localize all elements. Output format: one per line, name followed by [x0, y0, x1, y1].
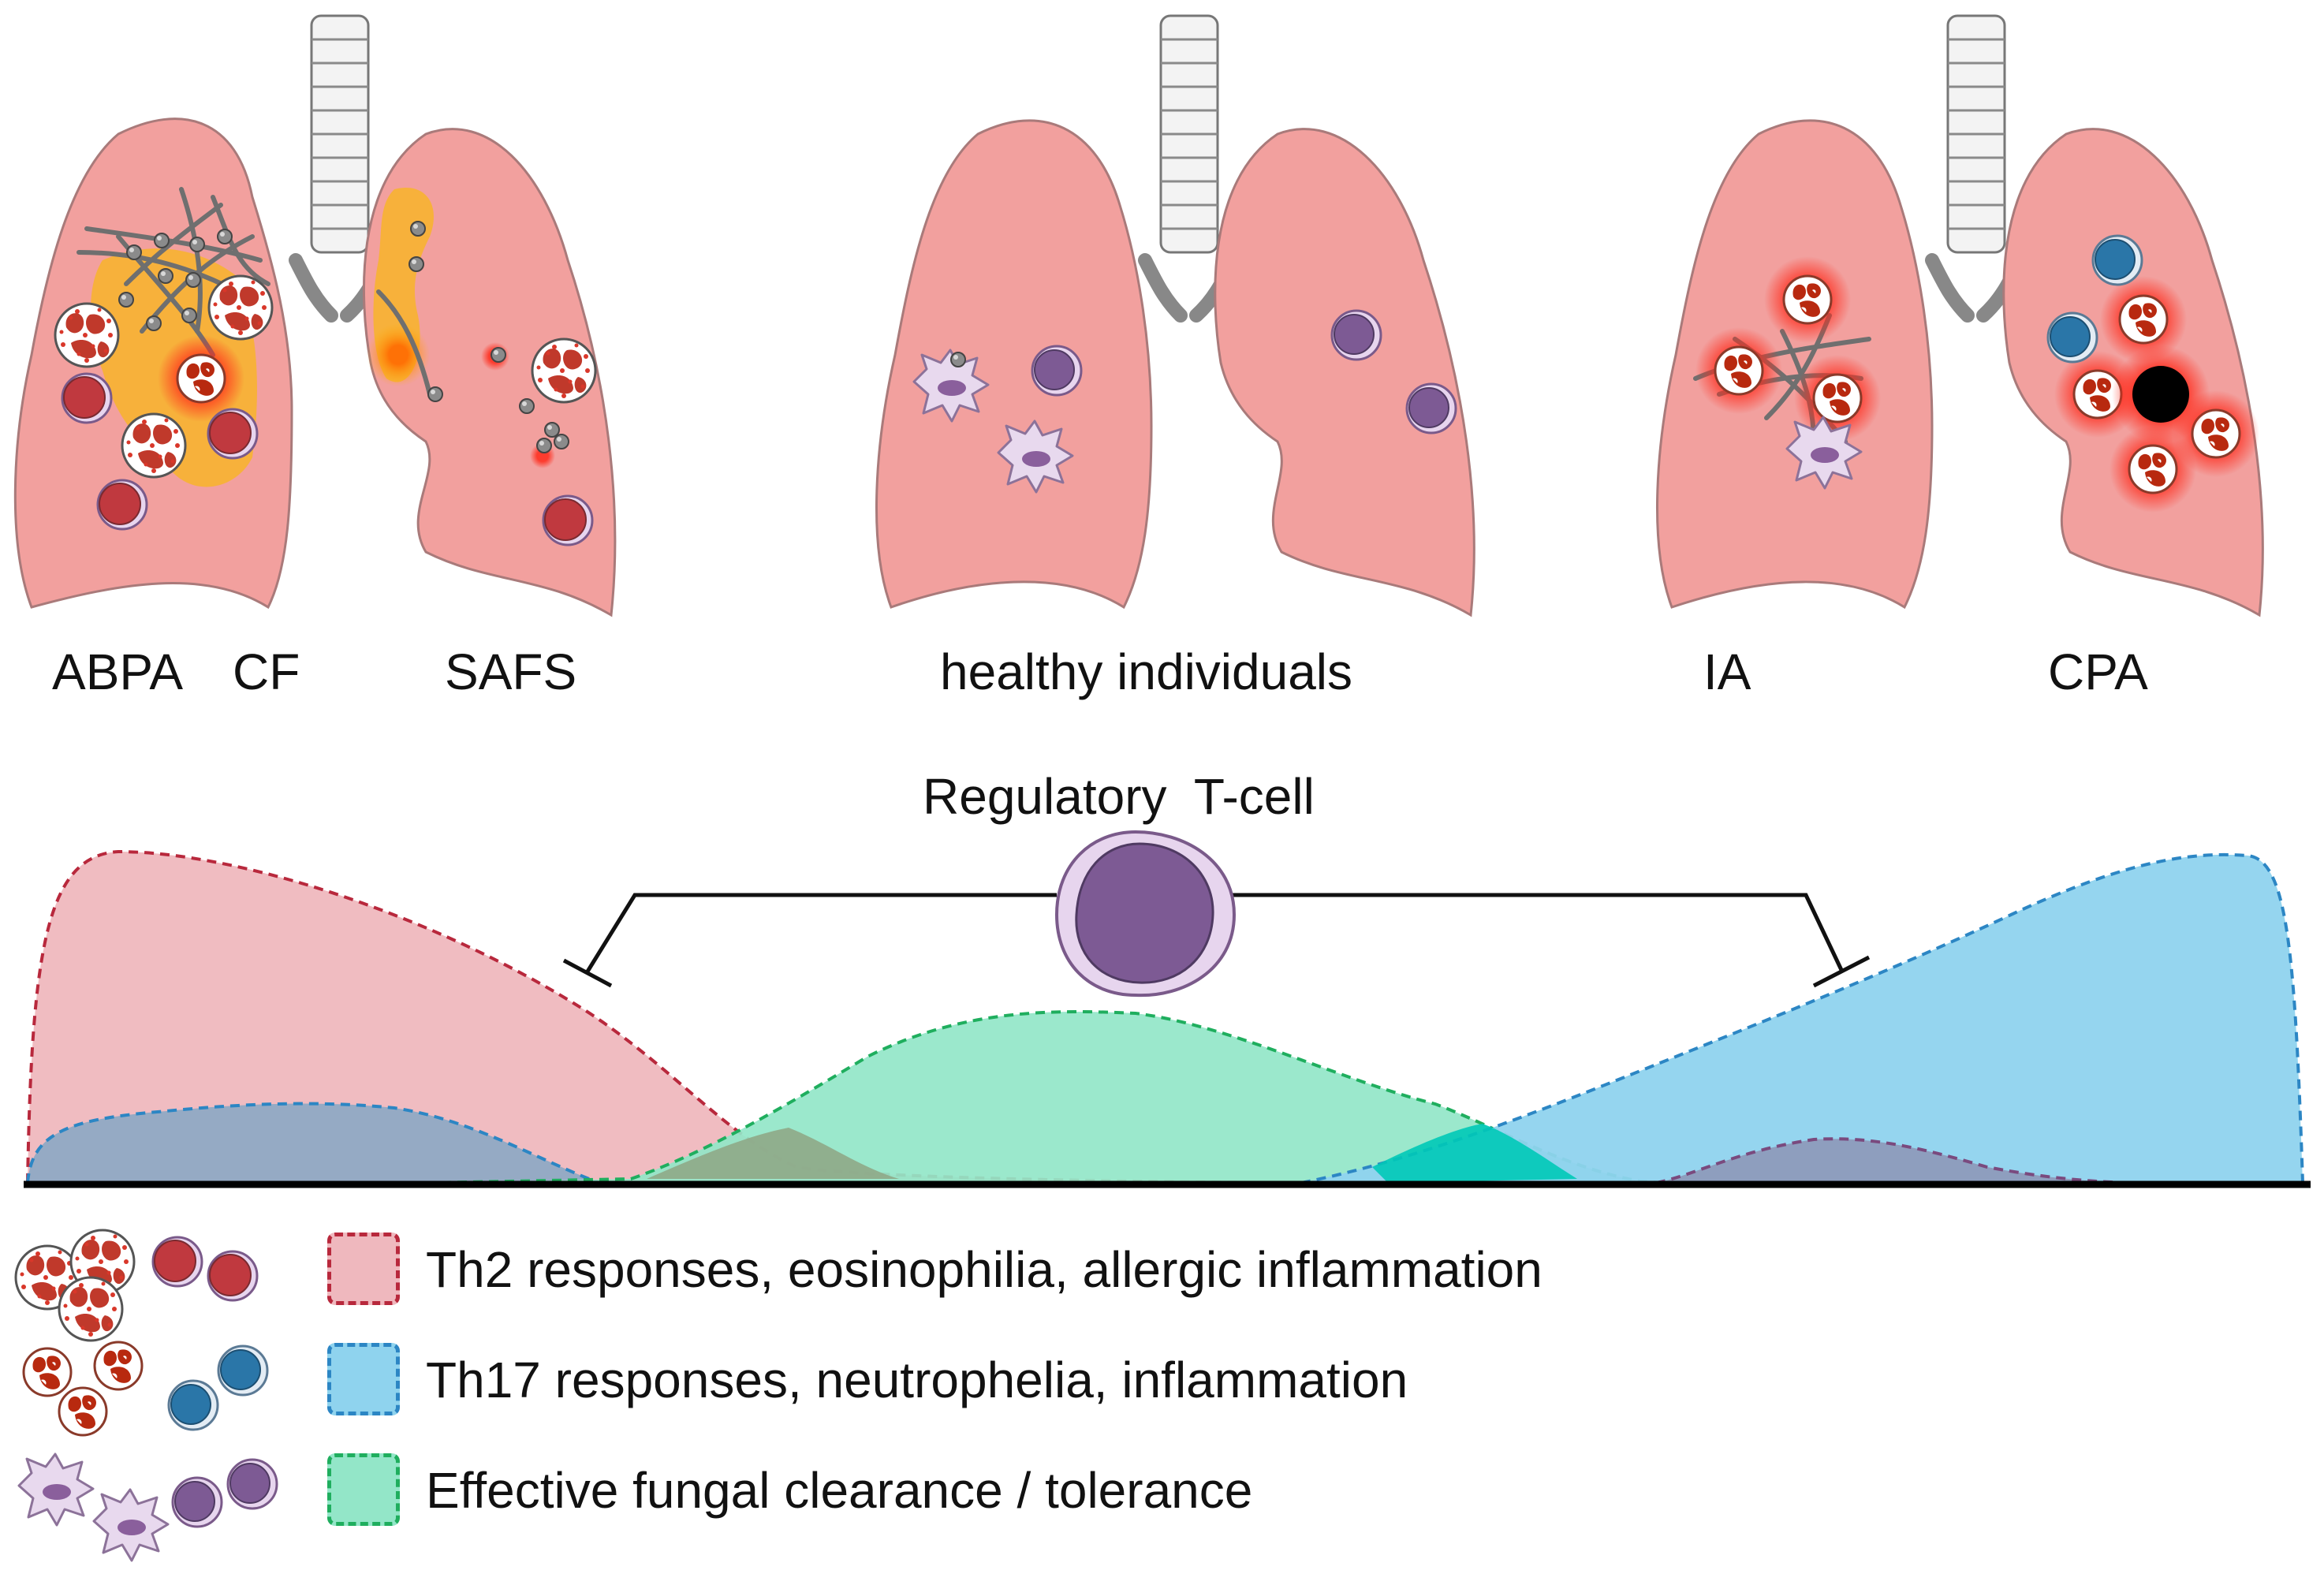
- inhibition-line-right: [1218, 893, 1844, 972]
- th17-left-curve: [25, 1102, 600, 1184]
- label-abpa: ABPA: [52, 643, 183, 700]
- legend-text-th2: Th2 responses, eosinophilia, allergic in…: [426, 1241, 1542, 1298]
- lung-pair-healthy: [875, 14, 1475, 617]
- neutrophils: [158, 335, 244, 422]
- response-curves: [24, 849, 2311, 1188]
- overlap-right: [1372, 1124, 1577, 1183]
- inflammation-spot: [367, 323, 430, 386]
- legend-swatch-th17: [327, 1343, 400, 1415]
- legend-swatch-th2: [327, 1233, 400, 1305]
- regulatory-t-cell-group: [562, 830, 1871, 998]
- lung-pair-allergic: [13, 14, 617, 617]
- aspergilloma: [2112, 345, 2210, 443]
- label-safs: SAFS: [445, 643, 577, 700]
- legend-text-tolerance: Effective fungal clearance / tolerance: [426, 1462, 1253, 1519]
- label-cf: CF: [233, 643, 300, 700]
- legend-text-th17: Th17 responses, neutrophelia, inflammati…: [426, 1352, 1408, 1408]
- macrophages: [1785, 416, 1863, 490]
- overlap-left: [647, 1128, 899, 1179]
- inhibition-bar-left: [562, 958, 613, 988]
- label-ia: IA: [1703, 643, 1751, 700]
- th17-curve: [1300, 852, 2305, 1184]
- lung-pair-invasive: [1656, 14, 2264, 617]
- legend-icons-tolerance: [17, 1453, 278, 1562]
- legend-icons-th2: [14, 1229, 259, 1342]
- label-healthy: healthy individuals: [940, 643, 1352, 700]
- inhibition-bar-right: [1812, 955, 1871, 988]
- label-regulatory-t-cell: Regulatory T-cell: [923, 768, 1315, 825]
- legend-icons-th17: [22, 1341, 269, 1437]
- regulatory-t-cell: [1054, 830, 1237, 998]
- inhibition-line-left: [585, 893, 1057, 973]
- legend-swatch-tolerance: [327, 1453, 400, 1526]
- neutrophils: [1695, 256, 2259, 513]
- th2-right-curve: [1655, 1137, 2130, 1184]
- right-lung: [1214, 128, 1475, 617]
- label-cpa: CPA: [2048, 643, 2148, 700]
- left-lung: [875, 119, 1153, 610]
